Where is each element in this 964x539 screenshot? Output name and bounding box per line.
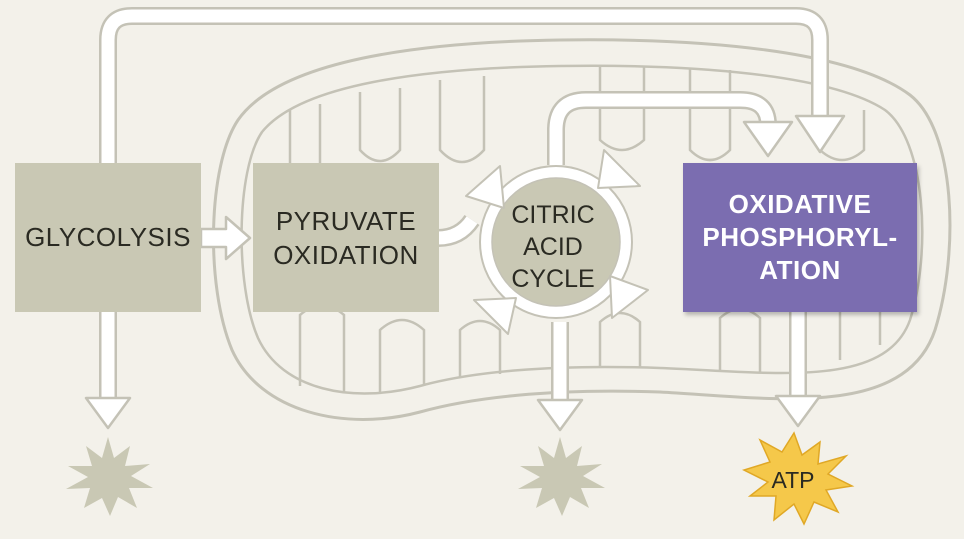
crista xyxy=(688,68,732,162)
starburst-glycolysis-output xyxy=(66,437,153,516)
citric-label-line-1: CITRIC xyxy=(511,201,595,229)
oxphos-label-line-2: PHOSPHORYL- xyxy=(702,222,898,252)
cycle-arrowhead xyxy=(465,165,505,209)
citric-cycle-disc xyxy=(491,177,621,307)
oxphos-label-line-3: ATION xyxy=(759,255,841,285)
arrow-citric-down xyxy=(536,322,584,432)
starburst-citric-output xyxy=(518,437,605,516)
glycolysis-label: GLYCOLYSIS xyxy=(25,222,191,252)
citric-acid-cycle-label: CITRIC ACID CYCLE xyxy=(478,182,628,312)
arrow-citric-to-oxphos xyxy=(547,91,794,165)
cycle-arrowhead xyxy=(609,275,649,319)
arrow-glycolysis-down xyxy=(84,312,132,430)
pyruvate-oxidation-label-line-2: OXIDATION xyxy=(273,239,419,270)
arrow-glycolysis-to-pyruvate xyxy=(199,215,252,261)
oxidative-phosphorylation-box: OXIDATIVE PHOSPHORYL- ATION xyxy=(683,163,917,312)
citric-label-line-3: CYCLE xyxy=(511,265,595,293)
crista xyxy=(598,66,646,152)
arrow-oxphos-down xyxy=(774,312,822,428)
crista xyxy=(378,318,426,392)
connector-pyruvate-to-citric xyxy=(437,214,480,247)
mitochondrion-inner-membrane xyxy=(240,64,924,395)
crista xyxy=(358,88,402,163)
crista xyxy=(458,319,502,378)
oxphos-label-line-1: OXIDATIVE xyxy=(728,189,872,219)
pyruvate-oxidation-label-line-1: PYRUVATE xyxy=(275,205,417,236)
crista xyxy=(438,76,486,164)
citric-acid-cycle xyxy=(465,149,649,335)
starburst-atp xyxy=(741,431,855,526)
glycolysis-box: GLYCOLYSIS xyxy=(15,163,201,312)
arrow-glycolysis-to-oxphos xyxy=(99,7,846,163)
pyruvate-oxidation-box: PYRUVATE OXIDATION xyxy=(253,163,439,312)
cycle-arrowhead xyxy=(597,149,641,189)
cycle-arrowhead xyxy=(473,297,517,335)
atp-label: ATP xyxy=(771,466,815,493)
citric-label-line-2: ACID xyxy=(523,233,583,261)
